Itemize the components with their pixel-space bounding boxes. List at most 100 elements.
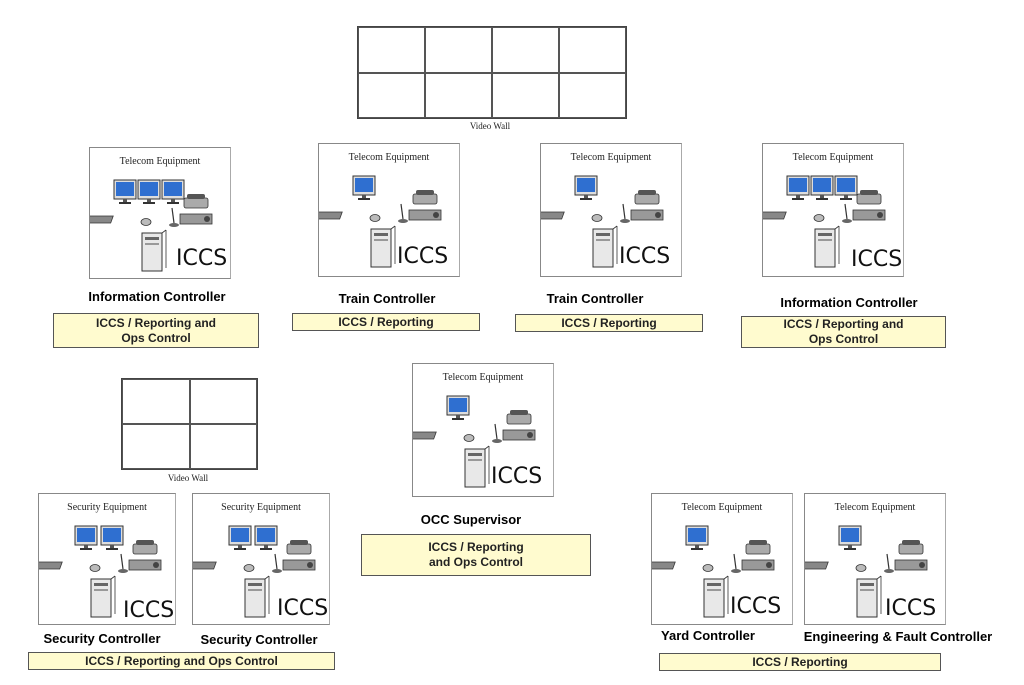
equipment-illustration [652,525,775,618]
role-information-controller-1: Information Controller [88,289,226,304]
radio-console-icon [894,559,928,571]
workstation-title: Telecom Equipment [442,372,524,383]
workstation-title: Security Equipment [221,502,301,513]
keyboard-icon [319,211,343,220]
iccs-label: ICCS [619,244,671,269]
iccs-label: ICCS [397,244,449,269]
desk-phone-icon [286,540,312,555]
radio-console-icon [128,559,162,571]
monitor-icon [446,395,470,420]
monitor-icon [685,525,709,550]
equipment-illustration [39,525,162,618]
function-box-occ-supervisor: ICCS / Reporting and Ops Control [361,534,591,576]
role-security-controller-1: Security Controller [43,631,161,646]
desk-phone-icon [412,190,438,205]
keyboard-icon [541,211,565,220]
function-box-yard-engineering: ICCS / Reporting [659,653,941,671]
mouse-icon [369,214,381,222]
mouse-icon [243,564,255,572]
pc-tower-icon [814,225,840,268]
desk-phone-icon [634,190,660,205]
workstation-title: Telecom Equipment [119,156,201,167]
microphone-icon [272,553,282,573]
pc-tower-icon [370,225,396,268]
microphone-icon [620,203,630,223]
radio-console-icon [852,209,886,221]
desk-phone-icon [856,190,882,205]
video-wall-left-label: Video Wall [167,473,209,483]
equipment-illustration [90,179,213,272]
keyboard-icon [90,215,114,224]
role-information-controller-2: Information Controller [780,295,918,310]
mouse-icon [591,214,603,222]
video-wall-left [121,378,258,470]
video-wall-top-label: Video Wall [469,121,511,131]
mouse-icon [463,434,475,442]
pc-tower-icon [244,575,270,618]
workstation-yard: Telecom Equipment ICCS [651,493,793,625]
keyboard-icon [413,431,437,440]
radio-console-icon [502,429,536,441]
microphone-icon [842,203,852,223]
pc-tower-icon [703,575,729,618]
function-box-information-2: ICCS / Reporting and Ops Control [741,316,946,348]
function-box-security: ICCS / Reporting and Ops Control [28,652,335,670]
iccs-label: ICCS [277,596,329,621]
monitor-icon [113,179,137,204]
workstation-title: Telecom Equipment [348,152,430,163]
role-train-controller-1: Train Controller [338,291,436,306]
pc-tower-icon [90,575,116,618]
desk-phone-icon [183,194,209,209]
workstation-occ-supervisor: Telecom Equipment ICCS [412,363,554,497]
iccs-label: ICCS [730,594,782,619]
workstation-title: Telecom Equipment [570,152,652,163]
mouse-icon [89,564,101,572]
desk-phone-icon [898,540,924,555]
radio-console-icon [630,209,664,221]
keyboard-icon [39,561,63,570]
equipment-illustration [763,175,886,268]
iccs-label: ICCS [176,246,228,271]
monitor-icon [254,525,278,550]
function-box-train-2: ICCS / Reporting [515,314,703,332]
monitor-icon [228,525,252,550]
role-engineering-fault-controller: Engineering & Fault Controller [803,629,993,644]
mouse-icon [855,564,867,572]
radio-console-icon [179,213,213,225]
monitor-icon [74,525,98,550]
monitor-icon [100,525,124,550]
workstation-security-1: Security Equipment ICCS [38,493,176,625]
desk-phone-icon [745,540,771,555]
role-security-controller-2: Security Controller [200,632,318,647]
iccs-label: ICCS [885,596,937,621]
monitor-icon [574,175,598,200]
monitor-icon [786,175,810,200]
workstation-title: Telecom Equipment [792,152,874,163]
microphone-icon [492,423,502,443]
workstation-train-1: Telecom Equipment ICCS [318,143,460,277]
equipment-illustration [413,395,536,488]
mouse-icon [140,218,152,226]
role-train-controller-2: Train Controller [546,291,644,306]
microphone-icon [398,203,408,223]
function-box-information-1: ICCS / Reporting and Ops Control [53,313,259,348]
microphone-icon [118,553,128,573]
mouse-icon [813,214,825,222]
workstation-information-1: Telecom Equipment ICCS [89,147,231,279]
monitor-icon [838,525,862,550]
workstation-title: Security Equipment [67,502,147,513]
iccs-label: ICCS [123,598,175,623]
desk-phone-icon [132,540,158,555]
function-line: Ops Control [808,332,879,346]
radio-console-icon [282,559,316,571]
equipment-illustration [193,525,316,618]
pc-tower-icon [592,225,618,268]
function-box-train-1: ICCS / Reporting [292,313,480,331]
workstation-train-2: Telecom Equipment ICCS [540,143,682,277]
workstation-title: Telecom Equipment [834,502,916,513]
function-line: Ops Control [121,330,191,345]
radio-console-icon [408,209,442,221]
equipment-illustration [805,525,928,618]
role-yard-controller: Yard Controller [661,628,755,643]
workstation-title: Telecom Equipment [681,502,763,513]
